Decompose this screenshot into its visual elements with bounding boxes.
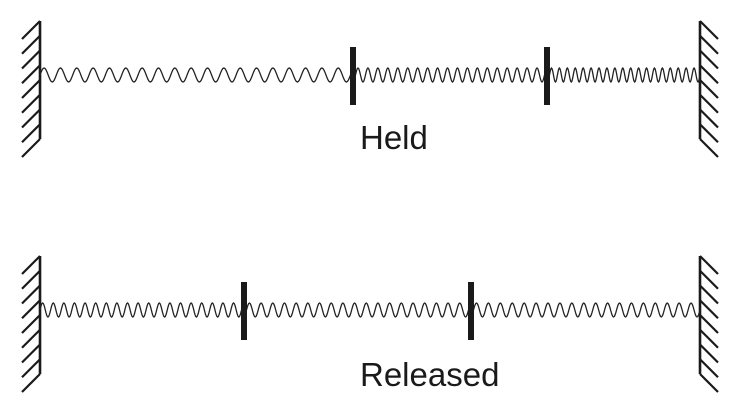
hatch-line bbox=[699, 269, 719, 290]
middle-spring bbox=[245, 302, 470, 318]
hatch-line bbox=[21, 79, 41, 99]
hatch-line bbox=[699, 314, 719, 334]
hatch-line bbox=[21, 299, 41, 320]
hatch-line bbox=[21, 328, 41, 349]
hatch-line bbox=[699, 123, 719, 144]
hatch-line bbox=[21, 373, 41, 393]
left-spring bbox=[39, 302, 243, 318]
released-caption: Released bbox=[360, 356, 500, 393]
hatch-line bbox=[699, 299, 719, 320]
hatch-line bbox=[21, 49, 41, 70]
hatch-line bbox=[699, 328, 719, 349]
right-spring bbox=[472, 302, 701, 318]
hatch-line bbox=[21, 314, 41, 334]
hatch-line bbox=[21, 269, 41, 290]
left-spring bbox=[39, 67, 352, 83]
hatch-line bbox=[699, 34, 719, 55]
held-panel bbox=[21, 20, 719, 158]
hatch-line bbox=[21, 108, 41, 129]
mass-bar-1 bbox=[241, 282, 247, 340]
hatch-line bbox=[699, 49, 719, 70]
hatch-line bbox=[699, 373, 719, 393]
right-wall bbox=[698, 255, 719, 393]
hatch-line bbox=[699, 64, 719, 85]
hatch-line bbox=[699, 138, 719, 158]
left-wall bbox=[21, 20, 42, 158]
hatch-line bbox=[699, 93, 719, 114]
hatch-line bbox=[699, 343, 719, 364]
middle-spring bbox=[354, 67, 546, 83]
hatch-line bbox=[699, 20, 719, 40]
hatch-line bbox=[21, 358, 41, 379]
hatch-line bbox=[21, 34, 41, 55]
mass-bar-2 bbox=[544, 47, 550, 105]
mass-bar-1 bbox=[350, 47, 356, 105]
hatch-line bbox=[699, 108, 719, 129]
hatch-line bbox=[699, 358, 719, 379]
hatch-line bbox=[699, 79, 719, 99]
hatch-line bbox=[21, 123, 41, 144]
hatch-line bbox=[21, 64, 41, 85]
left-wall bbox=[21, 255, 42, 393]
held-caption: Held bbox=[360, 119, 428, 156]
released-panel bbox=[21, 255, 719, 393]
hatch-line bbox=[21, 138, 41, 158]
hatch-line bbox=[699, 284, 719, 305]
hatch-line bbox=[699, 255, 719, 275]
hatch-line bbox=[21, 93, 41, 114]
hatch-line bbox=[21, 255, 41, 275]
hatch-line bbox=[21, 284, 41, 305]
right-spring bbox=[548, 67, 701, 83]
hatch-line bbox=[21, 343, 41, 364]
right-wall bbox=[698, 20, 719, 158]
hatch-line bbox=[21, 20, 41, 40]
mass-bar-2 bbox=[468, 282, 474, 340]
